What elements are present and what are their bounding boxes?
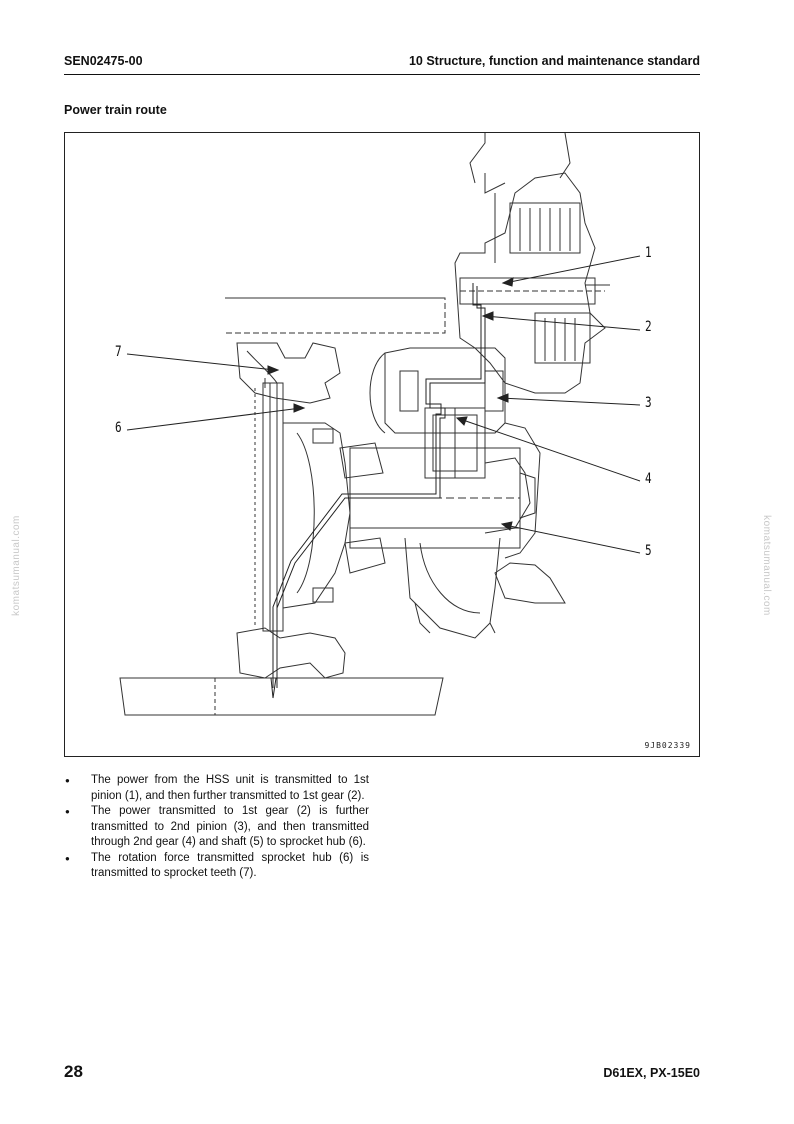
description-list: The power from the HSS unit is transmitt…: [64, 773, 369, 882]
callout-2: 2: [645, 318, 652, 335]
section-title: Power train route: [64, 103, 167, 117]
list-item: The rotation force transmitted sprocket …: [64, 851, 369, 882]
watermark-left: komatsumanual.com: [10, 515, 22, 616]
drive-assembly-drawing: [119, 133, 641, 716]
callout-7: 7: [115, 343, 122, 360]
page-number: 28: [64, 1062, 83, 1081]
callout-3: 3: [645, 394, 652, 411]
page-header: SEN02475-00 10 Structure, function and m…: [64, 54, 700, 75]
power-train-diagram: 1 2 3 4 5 7 6 9JB02339: [64, 132, 700, 757]
callout-4: 4: [645, 470, 652, 487]
figure-code: 9JB02339: [644, 741, 691, 750]
section-name: 10 Structure, function and maintenance s…: [408, 54, 700, 68]
callout-1: 1: [645, 244, 652, 261]
callout-5: 5: [645, 542, 652, 559]
watermark-right: komatsumanual.com: [760, 515, 772, 616]
list-item: The power from the HSS unit is transmitt…: [64, 773, 369, 804]
model-name: D61EX, PX-15E0: [603, 1066, 700, 1080]
callout-6: 6: [115, 419, 122, 436]
list-item: The power transmitted to 1st gear (2) is…: [64, 804, 369, 851]
doc-code: SEN02475-00: [64, 54, 143, 68]
